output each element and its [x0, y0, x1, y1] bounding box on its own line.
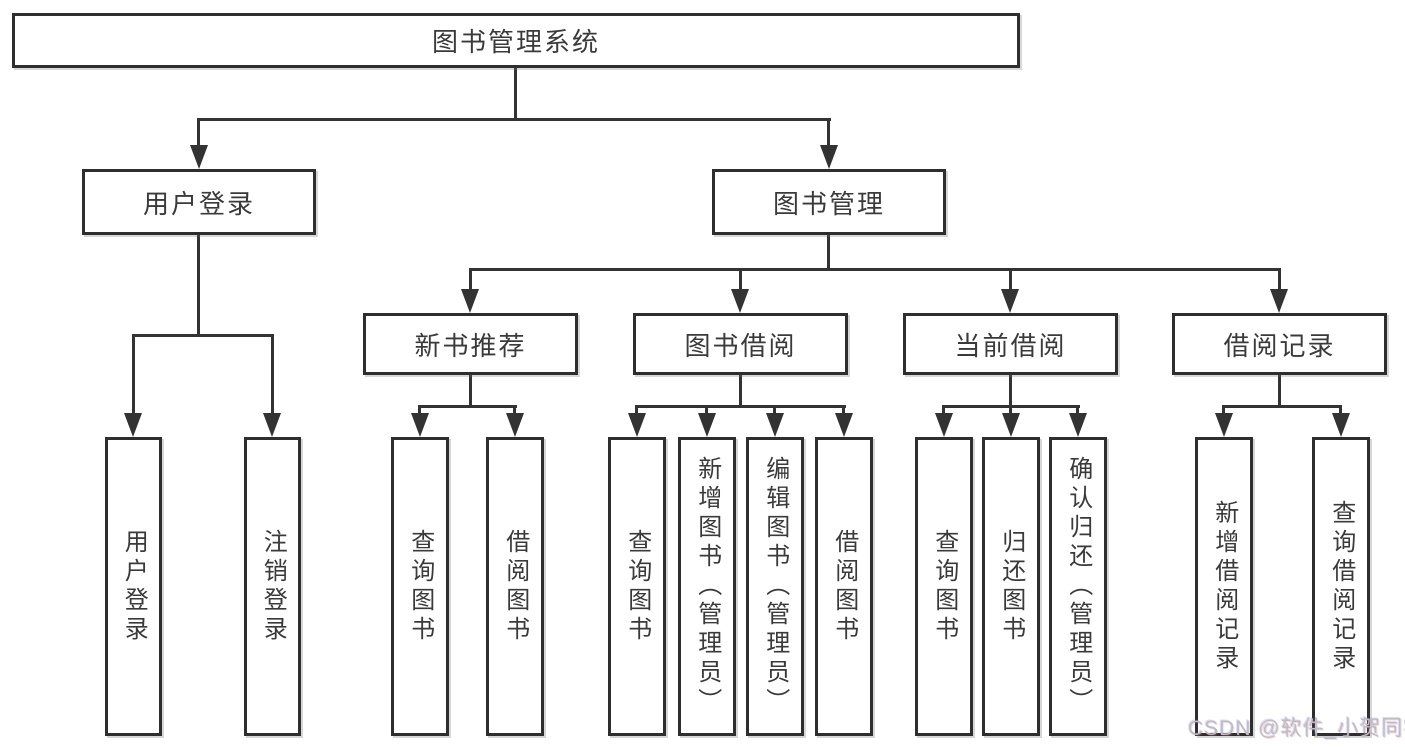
- leaf-logout-label: 注销登录: [259, 528, 287, 645]
- connector-drop: [469, 268, 472, 294]
- connector-login-branch: [132, 334, 274, 337]
- arrow-down-icon: [731, 289, 749, 313]
- connector-level3-branch: [469, 268, 1281, 271]
- node-book-borrow-label: 图书借阅: [684, 330, 797, 361]
- leaf-query-books-current: 查询图书: [915, 437, 973, 736]
- arrow-down-icon: [935, 413, 953, 437]
- leaf-add-borrow-record-label: 新增借阅记录: [1210, 499, 1238, 674]
- leaf-user-login-label: 用户登录: [120, 528, 148, 645]
- connector-drop: [1009, 268, 1012, 294]
- leaf-edit-book-admin-label: 编辑图书（管理员）: [761, 456, 789, 717]
- leaf-query-borrow-record: 查询借阅记录: [1312, 437, 1370, 736]
- connector-drop: [132, 334, 135, 415]
- leaf-query-books-current-label: 查询图书: [930, 528, 958, 645]
- connector-drop: [1009, 405, 1012, 417]
- leaf-query-books-borrow: 查询图书: [608, 437, 666, 736]
- node-borrow-records-label: 借阅记录: [1223, 330, 1336, 361]
- connector-drop: [197, 118, 200, 148]
- connector-drop: [739, 268, 742, 294]
- arrow-down-icon: [698, 413, 716, 437]
- arrow-down-icon: [506, 413, 524, 437]
- connector-drop: [635, 405, 638, 417]
- connector-drop: [271, 334, 274, 415]
- arrow-down-icon: [461, 289, 479, 313]
- arrow-down-icon: [628, 413, 646, 437]
- leaf-edit-book-admin: 编辑图书（管理员）: [746, 437, 804, 736]
- leaf-add-book-admin-label: 新增图书（管理员）: [693, 456, 721, 717]
- connector-root-stem: [514, 68, 517, 121]
- arrow-down-icon: [1001, 289, 1019, 313]
- arrow-down-icon: [835, 413, 853, 437]
- leaf-query-borrow-record-label: 查询借阅记录: [1327, 499, 1355, 674]
- arrow-down-icon: [820, 145, 838, 169]
- leaf-query-books-recommend-label: 查询图书: [406, 528, 434, 645]
- connector-stem: [739, 375, 742, 408]
- connector-drop: [1339, 405, 1342, 417]
- node-book-management-label: 图书管理: [772, 188, 885, 219]
- leaf-add-book-admin: 新增图书（管理员）: [678, 437, 736, 736]
- connector-login-stem: [197, 235, 200, 337]
- connector-branch: [1222, 405, 1342, 408]
- arrow-down-icon: [190, 145, 208, 169]
- leaf-confirm-return-admin-label: 确认归还（管理员）: [1064, 456, 1092, 717]
- leaf-borrow-books: 借阅图书: [815, 437, 873, 736]
- arrow-down-icon: [1270, 289, 1288, 313]
- connector-branch: [418, 405, 517, 408]
- leaf-return-book: 归还图书: [982, 437, 1040, 736]
- leaf-logout: 注销登录: [244, 437, 301, 736]
- leaf-add-borrow-record: 新增借阅记录: [1195, 437, 1253, 736]
- node-borrow-records: 借阅记录: [1172, 313, 1387, 375]
- arrow-down-icon: [1332, 413, 1350, 437]
- connector-stem: [469, 375, 472, 408]
- node-book-management: 图书管理: [712, 169, 946, 235]
- connector-drop: [1278, 268, 1281, 294]
- node-new-book-recommend: 新书推荐: [363, 313, 578, 375]
- node-new-book-recommend-label: 新书推荐: [414, 330, 527, 361]
- arrow-down-icon: [1002, 413, 1020, 437]
- arrow-down-icon: [766, 413, 784, 437]
- node-current-borrow: 当前借阅: [903, 313, 1118, 375]
- node-book-borrow: 图书借阅: [633, 313, 848, 375]
- connector-drop: [418, 405, 421, 417]
- node-root-label: 图书管理系统: [431, 27, 600, 57]
- connector-branch: [635, 405, 846, 408]
- connector-drop: [1222, 405, 1225, 417]
- leaf-borrow-books-recommend: 借阅图书: [486, 437, 544, 736]
- leaf-borrow-books-recommend-label: 借阅图书: [501, 528, 529, 645]
- leaf-borrow-books-label: 借阅图书: [830, 528, 858, 645]
- connector-mgmt-stem: [827, 235, 830, 271]
- node-user-login-label: 用户登录: [142, 188, 255, 219]
- csdn-watermark: CSDN @软件_小贺同学: [1188, 717, 1405, 740]
- connector-drop: [705, 405, 708, 417]
- node-root: 图书管理系统: [12, 13, 1020, 68]
- node-current-borrow-label: 当前借阅: [954, 330, 1067, 361]
- arrow-down-icon: [411, 413, 429, 437]
- connector-drop: [1076, 405, 1079, 417]
- connector-level2-branch: [197, 118, 831, 121]
- leaf-return-book-label: 归还图书: [997, 528, 1025, 645]
- connector-drop: [942, 405, 945, 417]
- arrow-down-icon: [1069, 413, 1087, 437]
- leaf-query-books-borrow-label: 查询图书: [623, 528, 651, 645]
- leaf-confirm-return-admin: 确认归还（管理员）: [1049, 437, 1107, 736]
- leaf-query-books-recommend: 查询图书: [391, 437, 449, 736]
- connector-drop: [842, 405, 845, 417]
- connector-drop: [513, 405, 516, 417]
- node-user-login: 用户登录: [82, 169, 316, 235]
- leaf-user-login: 用户登录: [105, 437, 162, 736]
- arrow-down-icon: [1215, 413, 1233, 437]
- arrow-down-icon: [124, 413, 142, 437]
- connector-drop: [827, 118, 830, 148]
- connector-drop: [773, 405, 776, 417]
- connector-stem: [1009, 375, 1012, 408]
- connector-stem: [1278, 375, 1281, 408]
- arrow-down-icon: [263, 413, 281, 437]
